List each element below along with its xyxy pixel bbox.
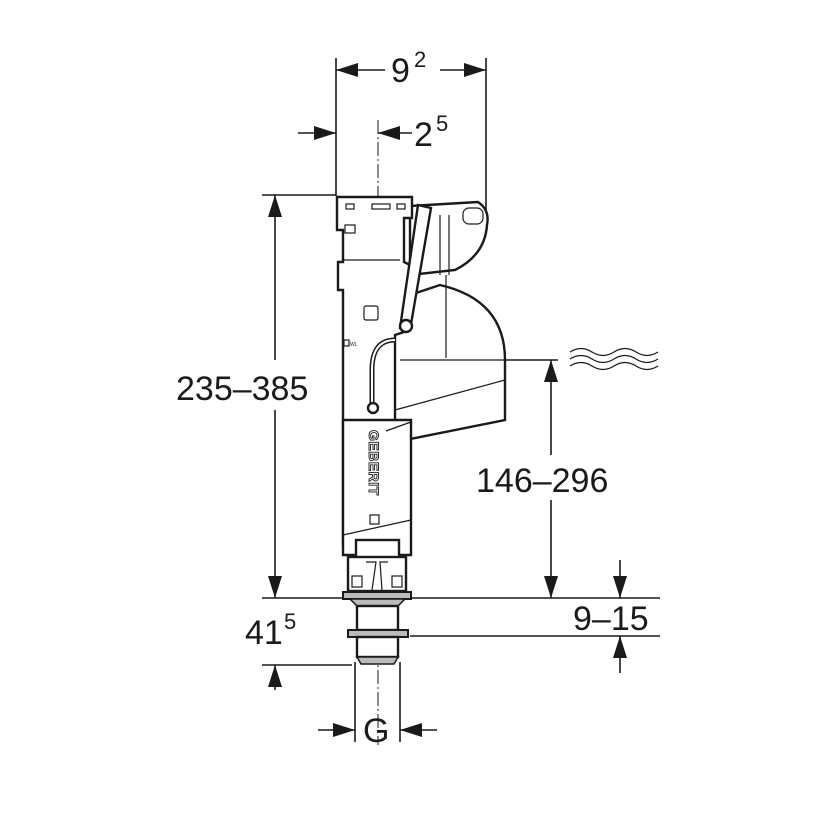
dimension-thread-length: 41 5 xyxy=(245,609,352,690)
dimension-top-width: 9 2 xyxy=(335,47,487,215)
svg-text:235–385: 235–385 xyxy=(176,370,308,408)
svg-text:5: 5 xyxy=(436,111,448,136)
svg-text:41: 41 xyxy=(245,614,283,652)
svg-text:G: G xyxy=(363,712,389,750)
svg-text:9: 9 xyxy=(391,52,410,90)
dimension-total-height: 235–385 xyxy=(176,194,345,599)
svg-text:5: 5 xyxy=(284,609,296,634)
lower-column xyxy=(341,418,413,557)
svg-text:WL: WL xyxy=(350,342,358,348)
fill-valve: WL GEBERIT xyxy=(335,195,507,665)
dimension-inlet-offset: 2 5 xyxy=(298,111,448,154)
svg-text:9–15: 9–15 xyxy=(573,600,649,638)
svg-text:2: 2 xyxy=(414,116,433,154)
threaded-shank xyxy=(355,604,400,632)
svg-text:2: 2 xyxy=(414,47,426,72)
base-clip xyxy=(346,555,408,593)
geberit-logo: GEBERIT xyxy=(366,430,382,496)
water-surface-icon xyxy=(569,347,659,371)
upper-flange xyxy=(342,591,412,600)
svg-text:146–296: 146–296 xyxy=(476,462,608,500)
base-cap xyxy=(354,538,401,560)
float-housing xyxy=(383,283,507,442)
dimension-flange-range: 9–15 xyxy=(410,560,660,673)
dimension-thread: G xyxy=(318,662,437,750)
